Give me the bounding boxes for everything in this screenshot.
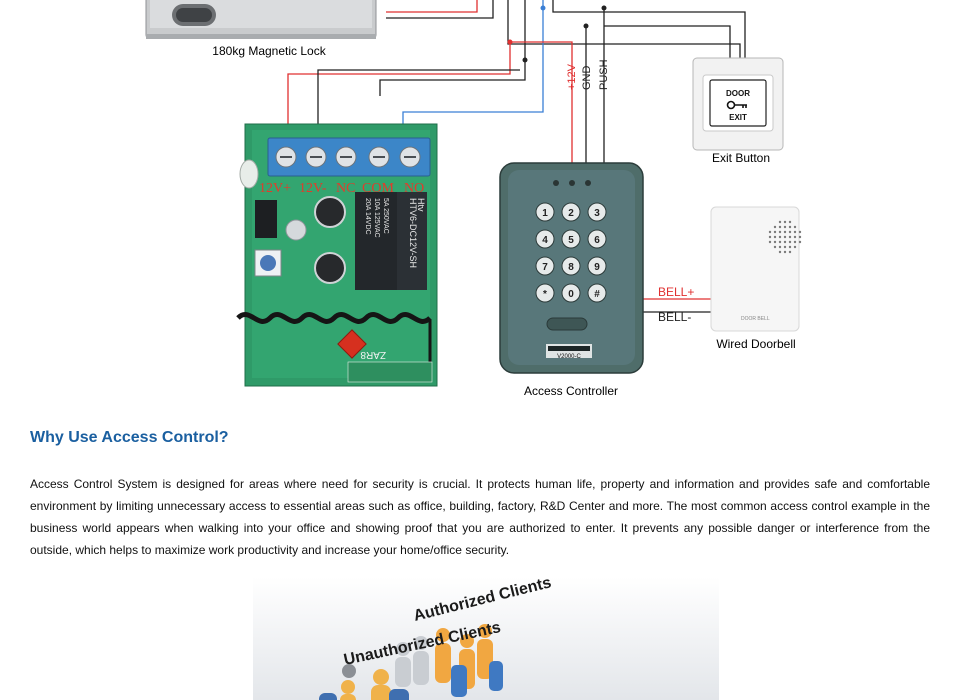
wire-label-12v: +12V — [566, 63, 578, 90]
grille-hole — [778, 225, 782, 229]
grille-hole — [768, 230, 772, 234]
wires — [287, 0, 746, 313]
relay-brand: Htv — [416, 198, 426, 212]
keypad-key-label: 0 — [568, 289, 574, 300]
keypad-key — [535, 229, 555, 249]
grille-hole — [788, 230, 792, 234]
relay-rating-2: 10A 125VAC — [373, 198, 380, 238]
keypad-key-label: 8 — [568, 262, 574, 273]
grille-hole — [768, 240, 772, 244]
bell-minus-label: BELL- — [658, 310, 691, 324]
grille-hole — [783, 235, 787, 239]
grille-hole — [788, 235, 792, 239]
grille-hole — [798, 230, 802, 234]
wire-label-gnd: GND — [581, 66, 593, 91]
grille-hole — [783, 230, 787, 234]
magnetic-lock — [145, 0, 377, 39]
keypad-key — [561, 202, 581, 222]
grille-hole — [783, 250, 787, 254]
keypad-key — [587, 229, 607, 249]
grille-hole — [783, 220, 787, 224]
keypad-key — [561, 229, 581, 249]
keypad-key — [587, 256, 607, 276]
section-paragraph: Access Control System is designed for ar… — [30, 477, 930, 557]
access-controller-label: Access Controller — [524, 384, 618, 398]
grille-hole — [788, 220, 792, 224]
grille-hole — [783, 240, 787, 244]
grille-hole — [778, 245, 782, 249]
grille-hole — [788, 225, 792, 229]
section-heading: Why Use Access Control? — [30, 429, 229, 446]
doorbell-text: DOOR BELL — [741, 316, 770, 322]
keypad-key-label: # — [594, 289, 600, 300]
keypad-key — [561, 283, 581, 303]
keypad-key-label: 4 — [542, 235, 548, 246]
grille-hole — [793, 225, 797, 229]
terminal-label-12v-minus: 12V- — [299, 181, 327, 196]
grille-hole — [773, 235, 777, 239]
illustration-background — [253, 577, 719, 700]
grille-hole — [778, 250, 782, 254]
keypad-key — [535, 202, 555, 222]
grille-hole — [788, 250, 792, 254]
people-crowd — [319, 624, 503, 700]
grille-hole — [783, 225, 787, 229]
grille-hole — [788, 245, 792, 249]
grille-hole — [778, 220, 782, 224]
keypad-key — [587, 202, 607, 222]
keypad-key-label: * — [543, 289, 547, 300]
grille-hole — [793, 235, 797, 239]
terminal-label-12v-plus: 12V+ — [259, 181, 291, 196]
board-label: ZAR8 — [360, 349, 386, 360]
relay-rating-1: 20A 14VDC — [364, 198, 371, 235]
access-illustration: Unauthorized Clients Authorized Clients — [253, 577, 719, 700]
grille-hole — [773, 225, 777, 229]
grille-hole — [798, 240, 802, 244]
exit-button-top-text: DOOR — [726, 89, 750, 98]
controller-model: V2000-C — [557, 354, 581, 360]
terminal-label-no: NO — [404, 181, 424, 196]
keypad-key — [535, 256, 555, 276]
grille-hole — [778, 235, 782, 239]
doorbell-label: Wired Doorbell — [716, 337, 795, 351]
exit-button-label: Exit Button — [712, 151, 770, 165]
grille-hole — [783, 245, 787, 249]
keypad-key-label: 5 — [568, 235, 574, 246]
keypad-key-label: 2 — [568, 208, 574, 219]
grille-hole — [773, 245, 777, 249]
key-icon — [726, 100, 747, 110]
grille-hole — [793, 245, 797, 249]
keypad-key-label: 7 — [542, 262, 548, 273]
keypad-key — [535, 283, 555, 303]
bell-plus-label: BELL+ — [658, 285, 694, 299]
grille-hole — [793, 240, 797, 244]
magnetic-lock-label: 180kg Magnetic Lock — [212, 44, 326, 58]
grille-hole — [788, 240, 792, 244]
grille-hole — [793, 230, 797, 234]
wire-label-push: PUSH — [598, 59, 610, 90]
relay-terminal-labels: 12V+ 12V- NC COM NO — [259, 181, 424, 196]
keypad-key — [561, 256, 581, 276]
relay-chip-text: HTV6-DC12V-SH — [408, 198, 418, 268]
grille-hole — [768, 235, 772, 239]
terminal-label-com: COM — [362, 181, 394, 196]
keypad-key — [587, 283, 607, 303]
grille-hole — [798, 235, 802, 239]
exit-button-device: DOOR EXIT — [692, 57, 784, 151]
keypad-key-label: 1 — [542, 208, 548, 219]
grille-hole — [778, 230, 782, 234]
wiring-diagram: 180kg Magnetic Lock +12V GND PUSH DOOR — [145, 0, 802, 398]
keypad-key-label: 9 — [594, 262, 600, 273]
keypad-key-label: 6 — [594, 235, 600, 246]
relay-board — [236, 123, 438, 387]
grille-hole — [778, 240, 782, 244]
keypad: 1 2 3 4 5 6 7 8 9 * 0 # — [535, 202, 607, 303]
relay-rating-3: 5A 250VAC — [382, 198, 389, 234]
keypad-key-label: 3 — [594, 208, 600, 219]
terminal-label-nc: NC — [336, 181, 355, 196]
grille-hole — [773, 230, 777, 234]
doorbell-device: DOOR BELL — [710, 206, 802, 332]
grille-hole — [773, 240, 777, 244]
exit-button-bottom-text: EXIT — [729, 113, 747, 122]
